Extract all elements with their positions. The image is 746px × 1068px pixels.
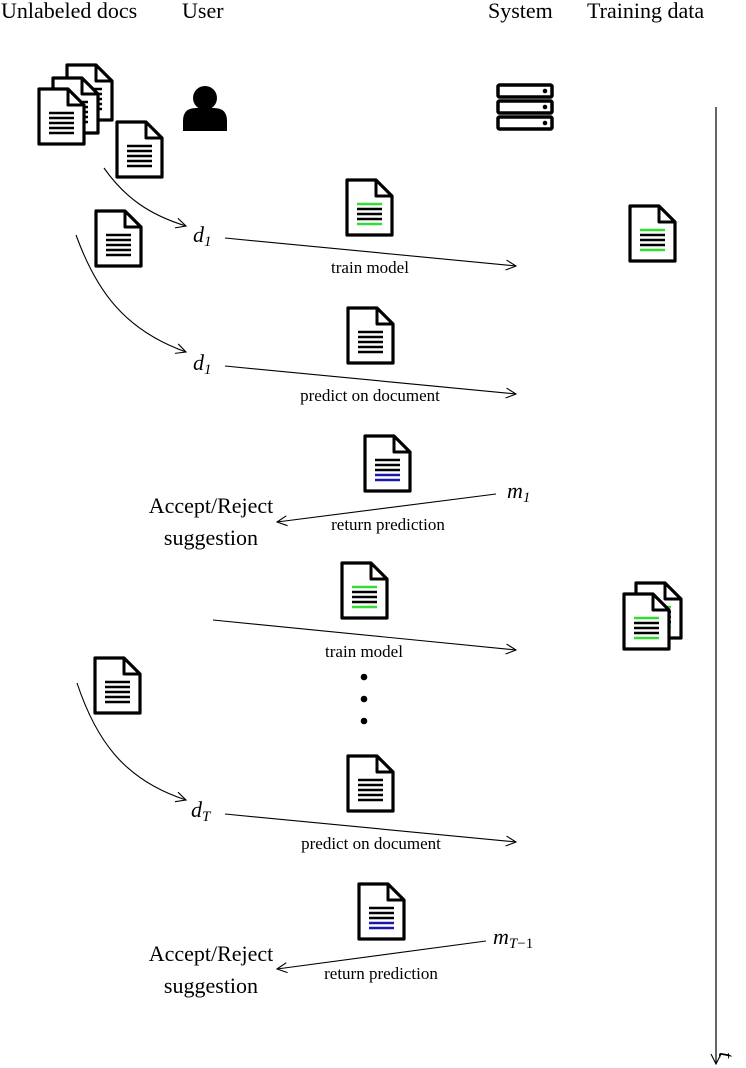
- model-label-mT-minus-1: mT−1: [493, 924, 534, 952]
- server-icon: [496, 83, 554, 131]
- document-label-dT: dT: [191, 797, 211, 825]
- unlabeled-document-icon: [115, 120, 164, 179]
- select-document-arrow: [76, 682, 186, 800]
- ellipsis-vertical-icon: [360, 673, 368, 725]
- accept-reject-label: Accept/Reject suggestion: [148, 941, 274, 998]
- labeled-document-icon: [340, 561, 389, 620]
- select-document-arrow: [75, 234, 186, 352]
- return-prediction-arrow-1: [277, 493, 497, 522]
- step-label-return-prediction: return prediction: [331, 515, 445, 534]
- document-label-d1: d1: [193, 222, 212, 250]
- step-label-predict: predict on document: [301, 834, 441, 853]
- unlabeled-document-icon: [94, 209, 143, 268]
- user-icon: [183, 86, 227, 131]
- step-label-train-model: train model: [331, 258, 409, 277]
- labeled-document-stack-icon: [622, 581, 683, 651]
- document-icon: [346, 754, 395, 813]
- document-stack-icon: [37, 63, 114, 146]
- header-unlabeled-docs: Unlabeled docs: [1, 0, 138, 23]
- document-label-d1: d1: [193, 350, 212, 378]
- unlabeled-document-icon: [93, 656, 142, 715]
- model-label-m1: m1: [507, 478, 531, 506]
- header-user: User: [182, 0, 224, 23]
- time-axis-label: t: [714, 1051, 740, 1059]
- labeled-document-icon: [345, 178, 394, 237]
- select-document-arrow: [103, 167, 186, 226]
- train-model-arrow-2: [212, 619, 516, 650]
- document-icon: [346, 306, 395, 365]
- step-label-return-prediction: return prediction: [324, 964, 438, 983]
- header-system: System: [488, 0, 553, 23]
- train-model-arrow-1: [224, 237, 516, 266]
- step-label-predict: predict on document: [300, 386, 440, 405]
- predict-arrow-1: [224, 365, 516, 394]
- step-label-train-model: train model: [325, 642, 403, 661]
- return-prediction-arrow-2: [277, 940, 487, 969]
- prediction-document-icon: [363, 434, 412, 493]
- prediction-document-icon: [357, 882, 406, 941]
- header-training-data: Training data: [587, 0, 705, 23]
- accept-reject-label: Accept/Reject suggestion: [148, 493, 274, 550]
- training-data-document-icon: [628, 204, 677, 263]
- predict-arrow-2: [224, 813, 516, 842]
